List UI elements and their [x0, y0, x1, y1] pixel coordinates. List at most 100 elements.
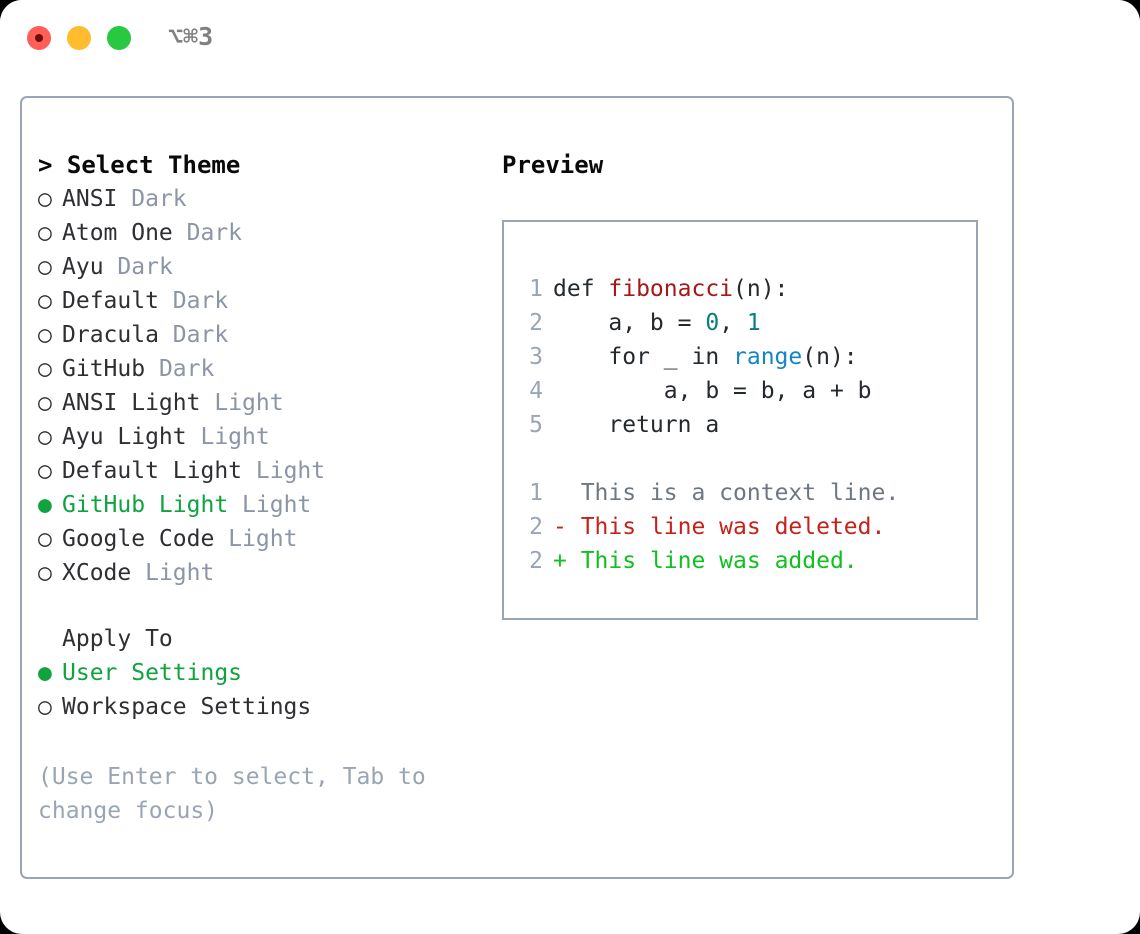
code-line: 3 for _ in range(n):: [519, 340, 899, 374]
radio-unselected-icon: ○: [38, 560, 52, 586]
code-token-plain: a, b = b, a + b: [553, 378, 872, 404]
code-token-num: 0: [705, 310, 720, 336]
radio-unselected-icon: ○: [38, 458, 52, 484]
apply-to-heading: ○Apply To: [38, 622, 488, 656]
theme-picker-card: > Select Theme ○ANSI Dark○Atom One Dark○…: [20, 96, 1014, 879]
theme-list-item[interactable]: ○ Ayu Light Light: [38, 420, 488, 454]
code-token-plain: def: [553, 276, 609, 302]
diff-line: 2- This line was deleted.: [519, 510, 899, 544]
apply-to-label: Workspace Settings: [62, 694, 312, 720]
spacer: [242, 458, 256, 484]
theme-name: ANSI: [62, 186, 118, 212]
theme-name: Ayu Light: [62, 424, 187, 450]
code-token-num: 1: [746, 310, 761, 336]
theme-list: ○ ANSI Dark ○ Atom One Dark ○ Ayu Dark ○ Defaul…: [38, 182, 488, 590]
apply-to-heading-label: Apply To: [62, 626, 173, 652]
spacer: [104, 254, 118, 280]
code-token-plain: for _ in: [553, 344, 734, 370]
apply-to-item[interactable]: ●User Settings: [38, 656, 488, 690]
theme-variant-label: Light: [255, 458, 326, 484]
spacer: [214, 526, 228, 552]
spacer: [131, 560, 145, 586]
line-number: 1: [529, 276, 543, 302]
theme-variant-label: Dark: [172, 322, 229, 348]
spacer: [200, 390, 214, 416]
theme-list-item[interactable]: ○ANSI Dark: [38, 182, 488, 216]
spacer: [159, 322, 173, 348]
apply-to-list: ●User Settings○Workspace Settings: [38, 656, 488, 724]
line-number: 5: [529, 412, 543, 438]
theme-name: Ayu: [62, 254, 104, 280]
theme-list-item[interactable]: ○ Dracula Dark: [38, 318, 488, 352]
maximize-window-button[interactable]: [107, 26, 131, 50]
code-token-plain: return a: [553, 412, 720, 438]
keyboard-hint: (Use Enter to select, Tab to change focu…: [38, 764, 440, 824]
line-number: 1: [529, 480, 543, 506]
theme-variant-label: Light: [214, 390, 284, 416]
theme-list-item[interactable]: ○Atom One Dark: [38, 216, 488, 250]
theme-list-item[interactable]: ○ GitHub Dark: [38, 352, 488, 386]
code-token-plain: (n):: [733, 276, 789, 302]
minimize-window-button[interactable]: [67, 26, 91, 50]
theme-name: Atom One: [62, 220, 173, 246]
radio-selected-icon: ●: [38, 660, 52, 686]
theme-list-item[interactable]: ●GitHub Light Light: [38, 488, 488, 522]
radio-unselected-icon: ○: [38, 390, 52, 416]
theme-variant-label: Dark: [117, 254, 173, 280]
diff-line: 2+ This line was added.: [519, 544, 899, 578]
radio-unselected-icon: ○: [38, 186, 52, 212]
code-token-builtin: range: [733, 344, 803, 370]
theme-list-item[interactable]: ○ Default Light Light: [38, 454, 488, 488]
diff-text: This is a context line.: [566, 480, 900, 506]
title-bar: ⌥⌘3: [0, 0, 1140, 78]
diff-marker: +: [553, 548, 567, 574]
spacer: [159, 288, 173, 314]
radio-unselected-icon: ○: [38, 424, 52, 450]
theme-list-item[interactable]: ○ Default Dark: [38, 284, 488, 318]
theme-list-item[interactable]: ○XCode Light: [38, 556, 488, 590]
theme-variant-label: Light: [228, 526, 298, 552]
theme-list-item[interactable]: ○ Ayu Dark: [38, 250, 488, 284]
theme-name: Default: [62, 288, 159, 314]
line-number: 3: [529, 344, 543, 370]
line-number: 4: [529, 378, 543, 404]
line-number: 2: [529, 514, 543, 540]
radio-unselected-icon: ○: [38, 254, 52, 280]
radio-selected-icon: ●: [38, 492, 52, 518]
code-token-func: fibonacci: [608, 276, 734, 302]
radio-unselected-icon: ○: [38, 526, 52, 552]
preview-heading: Preview: [502, 151, 604, 179]
apply-to-section: ○Apply To ●User Settings○Workspace Setti…: [38, 622, 488, 724]
theme-name: Dracula: [62, 322, 159, 348]
theme-name: Default Light: [62, 458, 243, 484]
radio-unselected-icon: ○: [38, 322, 52, 348]
theme-variant-label: Light: [145, 560, 215, 586]
theme-variant-label: Light: [200, 424, 270, 450]
spacer: [173, 220, 187, 246]
select-theme-heading: > Select Theme: [38, 151, 241, 179]
diff-text: This line was deleted.: [566, 514, 886, 540]
radio-unselected-icon: ○: [38, 356, 52, 382]
theme-variant-label: Dark: [172, 288, 229, 314]
theme-name: Google Code: [62, 526, 215, 552]
theme-list-item[interactable]: ○ANSI Light Light: [38, 386, 488, 420]
diff-marker: [553, 480, 567, 506]
radio-unselected-icon: ○: [38, 288, 52, 314]
theme-name: GitHub: [62, 356, 146, 382]
radio-unselected-icon: ○: [38, 220, 52, 246]
theme-list-item[interactable]: ○ Google Code Light: [38, 522, 488, 556]
code-line: 4 a, b = b, a + b: [519, 374, 899, 408]
theme-variant-label: Dark: [158, 356, 215, 382]
theme-variant-label: Light: [242, 492, 312, 518]
spacer: [117, 186, 131, 212]
window-title: ⌥⌘3: [168, 22, 214, 51]
code-blank-line: [519, 442, 899, 476]
diff-marker: -: [553, 514, 567, 540]
apply-to-item[interactable]: ○Workspace Settings: [38, 690, 488, 724]
diff-text: This line was added.: [566, 548, 858, 574]
diff-line: 1 This is a context line.: [519, 476, 899, 510]
close-window-button[interactable]: [27, 26, 51, 50]
